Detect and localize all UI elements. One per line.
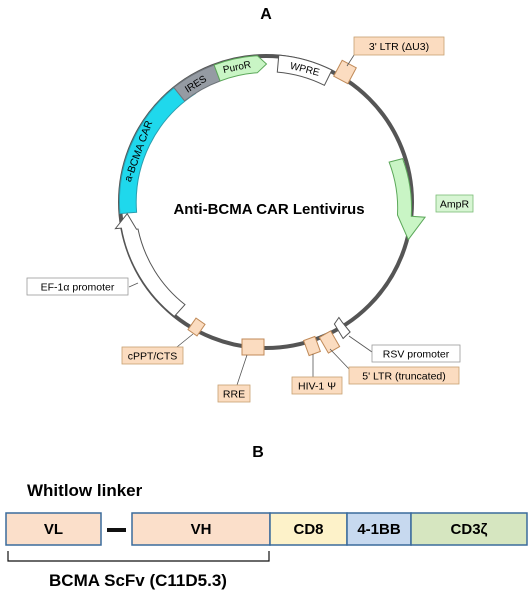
- domain-cd8: [269, 512, 348, 546]
- feature-5ltr-label-box: [348, 366, 460, 385]
- callout-line: [236, 354, 248, 386]
- feature-3ltr-label: 3' LTR (ΔU3): [369, 41, 429, 53]
- feature-ef1a-promoter: [114, 212, 186, 318]
- callout-line: [348, 335, 373, 353]
- feature-hiv-psi-label: HIV-1 Ψ: [298, 381, 336, 393]
- domain-cd3z-label: CD3ζ: [451, 521, 488, 538]
- feature-puror: [213, 55, 268, 82]
- feature-wpre: [276, 54, 333, 86]
- feature-5ltr-label: 5' LTR (truncated): [362, 371, 446, 383]
- scfv-label: BCMA ScFv (C11D5.3): [49, 571, 227, 590]
- domain-cd8-label: CD8: [293, 521, 323, 538]
- feature-3ltr-marker: [333, 59, 357, 85]
- feature-5ltr-marker: [318, 330, 341, 354]
- domain-vl-label: VL: [44, 521, 63, 538]
- domain-41bb-label: 4-1BB: [357, 521, 401, 538]
- feature-rre-label: RRE: [223, 389, 245, 401]
- feature-rsv-promoter: [333, 316, 351, 340]
- feature-rsv-label-box: [371, 344, 461, 363]
- scfv-bracket: [7, 551, 270, 562]
- feature-cppt-label: cPPT/CTS: [128, 351, 178, 363]
- feature-ampr-label-box: [435, 194, 474, 213]
- domain-cd3z: [410, 512, 528, 546]
- domain-41bb: [346, 512, 412, 546]
- feature-3ltr-label-box: [353, 36, 445, 56]
- feature-hiv-psi-marker: [302, 335, 322, 357]
- domain-vl: [5, 512, 102, 546]
- whitlow-linker-label: Whitlow linker: [27, 481, 143, 500]
- feature-hiv-psi-label-box: [291, 376, 343, 395]
- feature-ef1a-label: EF-1α promoter: [41, 282, 115, 294]
- feature-cppt-label-box: [121, 346, 184, 365]
- feature-rre-marker: [241, 338, 265, 356]
- panel-a-label: A: [260, 6, 272, 23]
- feature-cppt-marker: [187, 317, 206, 337]
- feature-rre-label-box: [217, 384, 251, 403]
- feature-rsv-label: RSV promoter: [383, 349, 450, 361]
- domain-vh-label: VH: [191, 521, 212, 538]
- panel-b-label: B: [252, 444, 264, 461]
- feature-ampr-label: AmpR: [440, 199, 470, 211]
- plasmid-name: Anti-BCMA CAR Lentivirus: [173, 201, 364, 218]
- feature-ampr: [388, 158, 427, 241]
- callout-line: [128, 282, 139, 288]
- feature-ef1a-label-box: [26, 277, 129, 296]
- callout-line: [329, 348, 351, 371]
